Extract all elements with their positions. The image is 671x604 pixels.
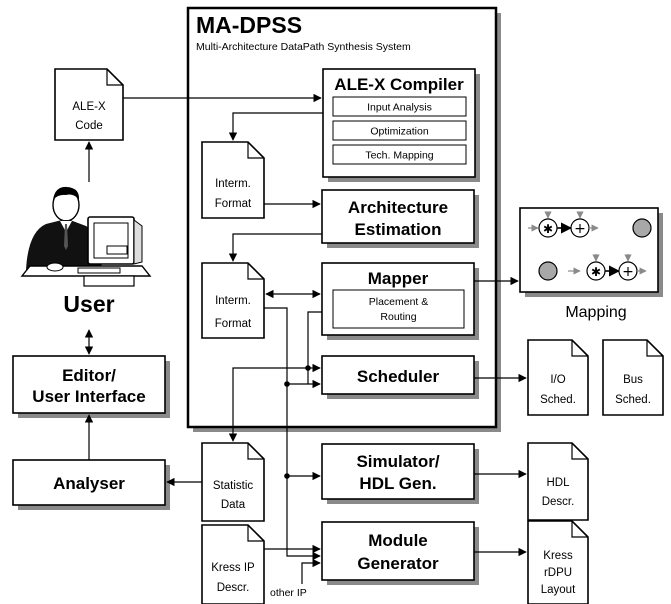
svg-text:Format: Format <box>215 318 252 330</box>
compiler-step-optimization: Optimization <box>370 126 429 138</box>
user-label: User <box>63 291 114 317</box>
mapping-empty-cell-icon <box>538 261 558 281</box>
doc-io-sched: I/O Sched. <box>527 339 589 416</box>
module-generator-line2: Generator <box>357 554 439 573</box>
doc-hdl-descr: HDL Descr. <box>527 442 589 521</box>
mapping-multiply-icon: ✱ <box>543 222 553 236</box>
simulator-line2: HDL Gen. <box>359 474 436 493</box>
svg-text:Layout: Layout <box>541 584 576 596</box>
mapping-multiply-icon: ✱ <box>591 265 601 279</box>
mapper-box: Mapper Placement & Routing <box>321 262 479 340</box>
svg-text:rDPU: rDPU <box>544 567 572 579</box>
doc-interm-format-1: Interm. Format <box>201 141 265 219</box>
svg-text:Interm.: Interm. <box>215 178 251 190</box>
editor-line2: User Interface <box>32 387 145 406</box>
user-at-computer-icon <box>20 186 152 287</box>
mapping-label: Mapping <box>565 304 626 321</box>
module-generator-line1: Module <box>368 531 428 550</box>
svg-text:I/O: I/O <box>550 374 565 386</box>
scheduler-title: Scheduler <box>357 367 440 386</box>
compiler-step-tech-mapping: Tech. Mapping <box>365 150 433 162</box>
doc-kress-rdpu-layout: Kress rDPU Layout <box>527 520 589 604</box>
svg-text:Data: Data <box>221 499 246 511</box>
scheduler-box: Scheduler <box>321 355 479 399</box>
svg-text:HDL: HDL <box>546 477 570 489</box>
system-title: MA-DPSS <box>196 12 302 38</box>
compiler-step-input-analysis: Input Analysis <box>367 102 432 114</box>
svg-text:Kress: Kress <box>543 550 573 562</box>
doc-interm-format-2: Interm. Format <box>201 262 265 339</box>
svg-text:Format: Format <box>215 198 252 210</box>
mapper-sub-line1: Placement & <box>369 296 429 308</box>
svg-text:Sched.: Sched. <box>540 394 576 406</box>
doc-alex-code: ALE-X Code <box>54 68 124 141</box>
doc-statistic-data: Statistic Data <box>201 442 265 522</box>
analyser-box: Analyser <box>12 459 170 510</box>
architecture-line2: Estimation <box>355 220 442 239</box>
svg-text:Bus: Bus <box>623 374 643 386</box>
other-ip-label: other IP <box>270 587 307 599</box>
doc-bus-sched: Bus Sched. <box>602 339 664 416</box>
alex-compiler-title: ALE-X Compiler <box>334 75 464 94</box>
alex-compiler-box: ALE-X Compiler Input Analysis Optimizati… <box>322 68 480 182</box>
mapper-sub-line2: Routing <box>380 311 416 323</box>
analyser-title: Analyser <box>53 474 125 493</box>
svg-text:Statistic: Statistic <box>213 480 254 492</box>
simulator-box: Simulator/ HDL Gen. <box>321 443 479 504</box>
mapping-add-icon: + <box>622 264 634 280</box>
svg-text:Interm.: Interm. <box>215 295 251 307</box>
mapping-panel: ✱ + ✱ + <box>519 207 663 297</box>
architecture-estimation-box: Architecture Estimation <box>321 189 479 248</box>
editor-line1: Editor/ <box>62 366 116 385</box>
mapping-empty-cell-icon <box>632 218 652 238</box>
architecture-line1: Architecture <box>348 198 448 217</box>
svg-text:Code: Code <box>75 120 103 132</box>
connectors <box>84 93 527 584</box>
svg-text:Kress IP: Kress IP <box>211 562 255 574</box>
simulator-line1: Simulator/ <box>356 452 439 471</box>
mapping-add-icon: + <box>574 221 586 237</box>
system-subtitle: Multi-Architecture DataPath Synthesis Sy… <box>196 41 411 53</box>
editor-box: Editor/ User Interface <box>12 355 170 418</box>
svg-text:ALE-X: ALE-X <box>72 101 106 113</box>
module-generator-box: Module Generator <box>321 521 479 585</box>
svg-text:Descr.: Descr. <box>217 582 250 594</box>
mapper-title: Mapper <box>368 269 429 288</box>
svg-text:Sched.: Sched. <box>615 394 651 406</box>
doc-kress-ip-descr: Kress IP Descr. <box>201 524 265 604</box>
svg-text:Descr.: Descr. <box>542 496 575 508</box>
